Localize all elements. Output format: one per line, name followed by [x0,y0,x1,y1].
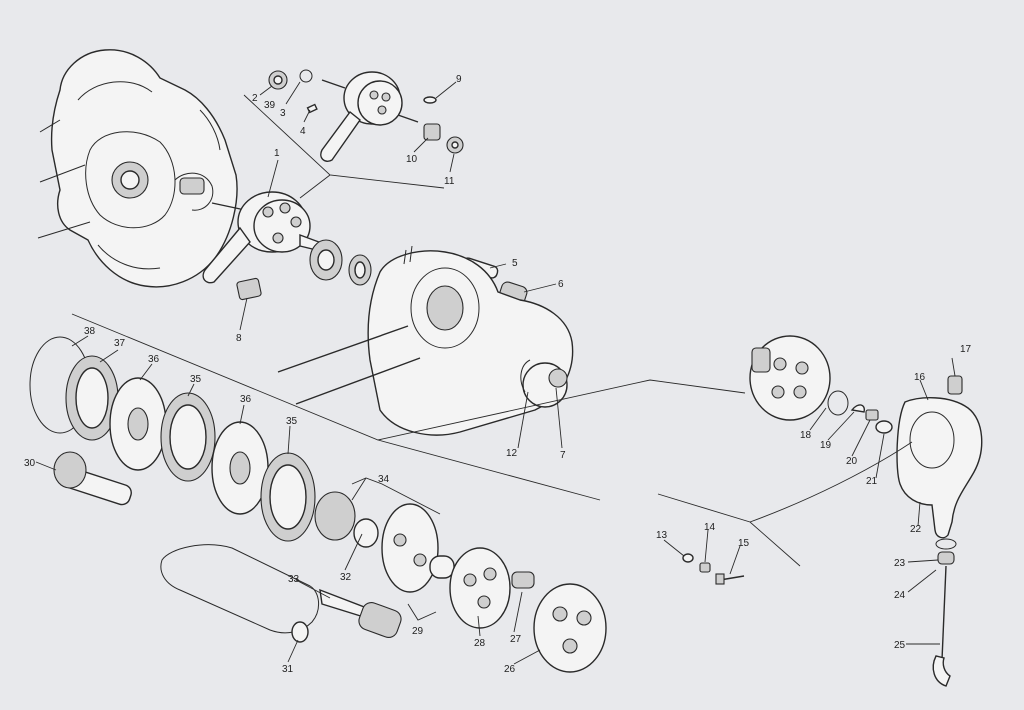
callout-29: 29 [412,626,424,637]
callout-19: 19 [820,440,832,451]
callout-33: 33 [288,574,300,585]
callout-31: 31 [282,664,294,675]
callout-35-b: 35 [286,416,298,427]
callout-18: 18 [800,430,812,441]
cover-assembly [749,335,983,687]
crankshaft-detail [268,69,464,162]
grouping-lines [71,94,913,567]
shaft-housing-sketch [160,544,319,643]
clutch-group [29,336,316,542]
callout-6: 6 [558,279,564,290]
callout-labels: 1 2 39 3 4 9 10 11 5 6 8 12 7 38 37 36 3… [24,74,972,675]
callout-2: 2 [252,93,258,104]
callout-32: 32 [340,572,352,583]
callout-16: 16 [914,372,926,383]
callout-24: 24 [894,590,906,601]
callout-36-a: 36 [148,354,160,365]
callout-11: 11 [444,176,455,187]
callout-5: 5 [512,258,518,269]
callout-9: 9 [456,74,462,85]
crankcase-half [37,49,238,288]
screw-set [682,553,745,585]
callout-13: 13 [656,530,668,541]
crankshaft-assembly [202,191,339,301]
callout-4: 4 [300,126,306,137]
callout-22: 22 [910,524,922,535]
callout-21: 21 [866,476,878,487]
callout-35-a: 35 [190,374,202,385]
callout-17: 17 [960,344,972,355]
callout-34: 34 [378,474,390,485]
callout-30: 30 [24,458,36,469]
callout-39: 39 [264,100,276,111]
callout-14: 14 [704,522,716,533]
callout-38: 38 [84,326,96,337]
callout-20: 20 [846,456,858,467]
callout-1: 1 [274,148,280,159]
callout-28: 28 [474,638,486,649]
callout-37: 37 [114,338,126,349]
gear-cluster [314,491,607,673]
leader-lines [35,81,956,665]
callout-15: 15 [738,538,750,549]
callout-12: 12 [506,448,518,459]
crankcase-center [277,245,574,436]
callout-3: 3 [280,108,286,119]
callout-25: 25 [894,640,906,651]
callout-26: 26 [504,664,516,675]
callout-10: 10 [406,154,418,165]
callout-7: 7 [560,450,566,461]
callout-36-b: 36 [240,394,252,405]
callout-27: 27 [510,634,522,645]
callout-23: 23 [894,558,906,569]
callout-8: 8 [236,333,242,344]
